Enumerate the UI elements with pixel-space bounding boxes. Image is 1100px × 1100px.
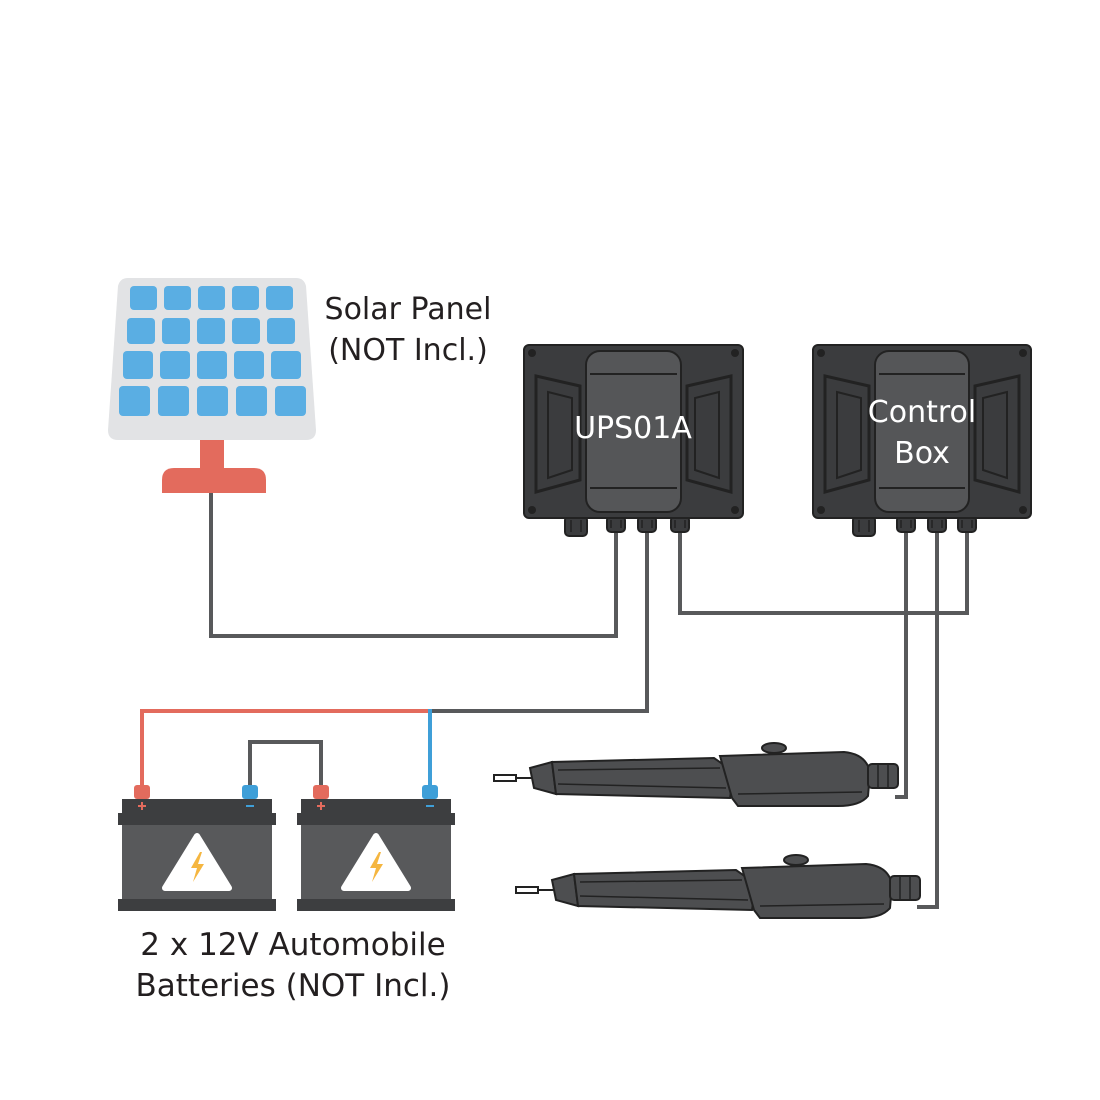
solar-cell [197,318,225,344]
ups-cable-glands [564,515,690,537]
control-box-right-fin [973,374,1021,494]
solar-cell [198,286,225,310]
actuator-tube-line [557,783,727,789]
solar-cell [119,386,150,416]
solar-cell [267,318,295,344]
ups-left-fin [534,374,582,494]
solar-cell [271,351,301,379]
batteries-label-line1: 2 x 12V Automobile [140,927,445,963]
battery-base [297,899,455,911]
battery-lid [297,813,455,825]
actuator-rod-end [515,886,539,894]
solar-cell [127,318,155,344]
battery-terminal-negative [242,785,258,799]
ups-screw-br [731,506,739,514]
ups-outline [523,344,744,519]
control-box-screw-tl [817,349,825,357]
wire-battery-positive [140,709,432,789]
lightning-bolt-icon [191,852,204,882]
wire-battery-series-link [248,740,323,789]
actuator-rear-connector [867,763,899,789]
ups-left-fin-inner [547,390,573,480]
solar-panel [108,278,316,493]
control-box-left-fin [823,374,871,494]
solar-cell [232,286,259,310]
battery-top [122,799,272,813]
solar-cell [266,286,293,310]
ups-right-fin [685,374,733,494]
ups-screw-tr [731,349,739,357]
battery-base [118,899,276,911]
gate-actuator [493,742,899,807]
solar-cell [234,351,264,379]
wire-solar-to-ups [209,490,618,638]
battery-top [301,799,451,813]
solar-panel-stand-post [200,440,224,470]
ups-screw-tl [528,349,536,357]
control-box-right-fin-inner [982,390,1008,480]
actuator-tube-line [557,767,721,771]
actuator-tube [550,756,736,800]
battery-bank [118,785,455,911]
wires [140,490,969,909]
lightning-bolt-icon [370,852,383,882]
ups-label: UPS01A [574,411,692,446]
battery-terminal-positive [134,785,150,799]
battery-terminal-negative [422,785,438,799]
solar-cell [236,386,267,416]
solar-cell [232,318,260,344]
control-box-screw-tr [1019,349,1027,357]
actuator-tube-line [579,879,743,883]
ups-screw-bl [528,506,536,514]
control-box-center-panel [874,350,970,513]
solar-panel-cells [119,286,306,416]
wire-ups-to-batteries [428,530,649,713]
solar-panel-label-line1: Solar Panel [325,292,492,327]
ups-box: UPS01A [523,344,744,537]
ups-right-fin-inner [694,390,720,480]
wire-ups-to-control-box [678,530,969,615]
batteries-label-line2: Batteries (NOT Incl.) [136,968,451,1004]
solar-cell [123,351,153,379]
actuator-knob [783,854,809,866]
battery-terminal-positive [313,785,329,799]
actuator-knob [761,742,787,754]
wire-control-to-actuator-2 [917,530,939,909]
solar-cell [162,318,190,344]
actuator-rod-end [493,774,517,782]
solar-panel-stand-base [162,468,266,493]
control-box-label-line2: Box [894,436,950,471]
solar-cell [275,386,306,416]
solar-cell [164,286,191,310]
actuator-housing-line [759,903,885,907]
solar-cell [197,351,227,379]
control-box-screw-bl [817,506,825,514]
solar-cell [158,386,189,416]
gate-actuators [493,742,921,919]
control-box-cable-glands [852,515,977,537]
control-box-outline [812,344,1032,519]
actuator-rear-connector [889,875,921,901]
battery-lid [118,813,276,825]
actuator-housing-line [737,791,863,795]
control-box-left-fin-inner [836,390,862,480]
control-box: Control Box [812,344,1032,537]
solar-cell [160,351,190,379]
solar-panel-label-line2: (NOT Incl.) [328,333,488,368]
gate-actuator [515,854,921,919]
ups-center-panel [585,350,682,513]
solar-cell [130,286,157,310]
actuator-motor-housing [740,862,894,919]
actuator-motor-housing [718,750,872,807]
wire-control-to-actuator-1 [895,530,908,799]
control-box-screw-br [1019,506,1027,514]
actuator-tube-line [579,895,749,901]
control-box-label-line1: Control [868,395,976,430]
solar-cell [197,386,228,416]
actuator-tube [572,868,758,912]
